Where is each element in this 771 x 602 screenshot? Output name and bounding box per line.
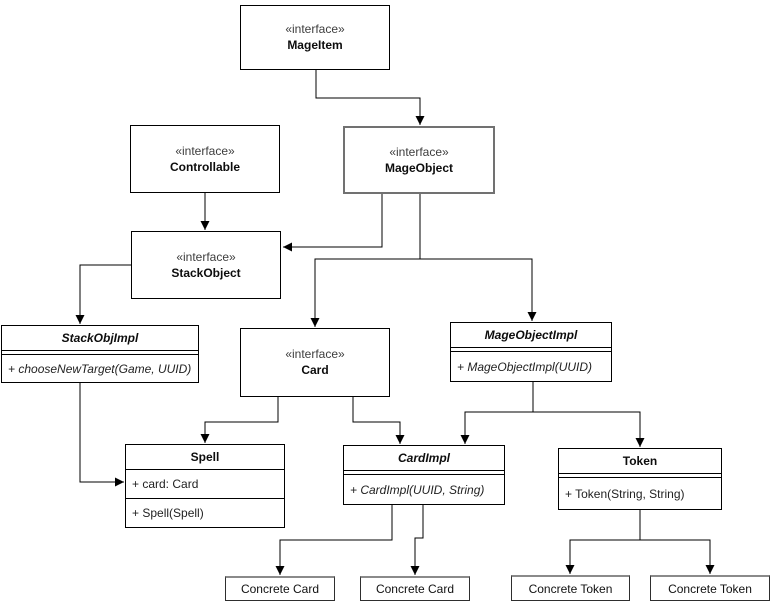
class-box-mageobject[interactable]: «interface» MageObject xyxy=(343,126,495,194)
class-box-concrete-token-2[interactable]: Concrete Token xyxy=(650,575,770,601)
compartment-separator xyxy=(559,473,721,478)
edge-stackobject-to-stackobjimpl[interactable] xyxy=(75,264,131,324)
method-row: + chooseNewTarget(Game, UUID) xyxy=(8,361,192,376)
edge-mageobject-to-card[interactable] xyxy=(310,194,421,327)
class-box-card[interactable]: «interface» Card xyxy=(240,328,390,397)
compartment-separator xyxy=(344,470,504,475)
class-box-concrete-card-2[interactable]: Concrete Card xyxy=(360,576,470,601)
class-box-mageitem[interactable]: «interface» MageItem xyxy=(240,5,390,70)
class-name: Card xyxy=(301,363,329,377)
class-name: Concrete Card xyxy=(375,582,455,596)
edge-token-to-concrete-token-2[interactable] xyxy=(639,510,715,574)
edge-stackobjimpl-to-spell[interactable] xyxy=(79,383,124,487)
edge-card-to-cardimpl[interactable] xyxy=(352,397,405,444)
method-row: + Token(String, String) xyxy=(565,486,685,501)
class-box-stackobject[interactable]: «interface» StackObject xyxy=(131,231,281,299)
class-name: Concrete Card xyxy=(240,582,320,596)
stereotype-label: «interface» xyxy=(285,347,345,361)
edge-mageobjectimpl-to-token[interactable] xyxy=(532,382,645,447)
class-box-token[interactable]: Token + Token(String, String) xyxy=(558,448,722,510)
stereotype-label: «interface» xyxy=(285,22,345,36)
class-name: StackObjImpl xyxy=(61,331,139,345)
class-box-spell[interactable]: Spell + card: Card + Spell(Spell) xyxy=(125,444,285,528)
edge-mageobject-to-mageobjectimpl[interactable] xyxy=(419,194,537,321)
compartment-separator xyxy=(451,347,611,352)
class-name: Controllable xyxy=(169,159,240,174)
edge-mageobject-to-stackobject[interactable] xyxy=(283,194,383,252)
edge-mageitem-to-mageobject[interactable] xyxy=(315,70,425,125)
compartment-separator xyxy=(2,350,198,355)
class-box-controllable[interactable]: «interface» Controllable xyxy=(130,125,280,193)
edge-card-to-spell[interactable] xyxy=(200,397,279,443)
method-row: + CardImpl(UUID, String) xyxy=(350,482,485,497)
edge-mageobjectimpl-to-cardimpl[interactable] xyxy=(460,382,534,444)
stereotype-label: «interface» xyxy=(389,144,449,159)
attribute-row: + card: Card xyxy=(126,469,284,498)
class-box-concrete-token-1[interactable]: Concrete Token xyxy=(511,575,630,601)
edge-token-to-concrete-token-1[interactable] xyxy=(565,510,641,574)
class-name: MageObjectImpl xyxy=(484,328,578,342)
class-box-stackobjimpl[interactable]: StackObjImpl + chooseNewTarget(Game, UUI… xyxy=(1,325,199,383)
edge-cardimpl-to-concrete-card-2[interactable] xyxy=(410,505,424,575)
class-box-concrete-card-1[interactable]: Concrete Card xyxy=(225,576,335,601)
method-row: + Spell(Spell) xyxy=(126,498,284,527)
stereotype-label: «interface» xyxy=(175,143,235,158)
class-name: StackObject xyxy=(171,265,241,280)
class-name: Concrete Token xyxy=(668,581,752,596)
class-box-mageobjectimpl[interactable]: MageObjectImpl + MageObjectImpl(UUID) xyxy=(450,322,612,382)
class-box-cardimpl[interactable]: CardImpl + CardImpl(UUID, String) xyxy=(343,445,505,505)
class-name: Spell xyxy=(190,450,220,464)
class-name: Token xyxy=(622,454,658,468)
method-row: + MageObjectImpl(UUID) xyxy=(457,359,593,374)
edge-cardimpl-to-concrete-card-1[interactable] xyxy=(275,505,393,575)
class-name: MageItem xyxy=(287,38,343,52)
class-name: Concrete Token xyxy=(528,581,613,596)
class-name: CardImpl xyxy=(397,451,450,465)
class-name: MageObject xyxy=(384,160,453,175)
stereotype-label: «interface» xyxy=(176,249,236,264)
